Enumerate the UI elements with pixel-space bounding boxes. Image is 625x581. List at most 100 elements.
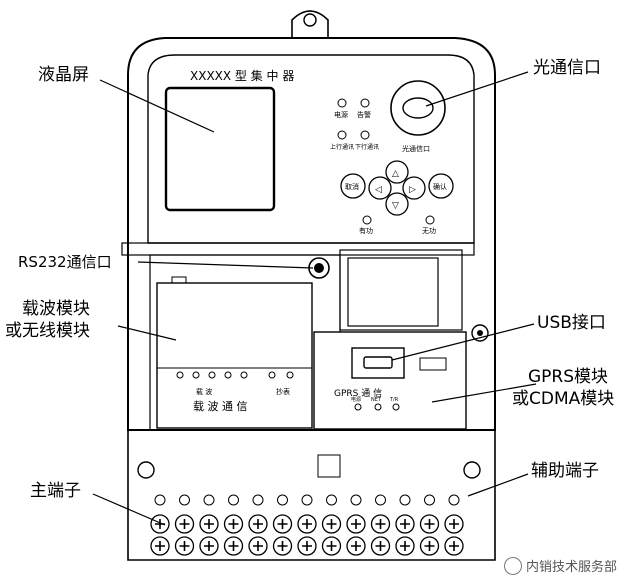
terminal-screw [272, 536, 293, 556]
terminal-screw [150, 514, 170, 534]
terminal-screw [370, 536, 391, 556]
screw-slot [253, 541, 263, 551]
device-model-label: XXXXX 型 集 中 器 [190, 68, 294, 83]
screw-slot [302, 541, 312, 551]
watermark: 内销技术服务部 [503, 556, 617, 575]
screw-slot [228, 519, 239, 529]
aux-screw [399, 494, 411, 506]
aux-screw [277, 494, 288, 506]
screw-slot [375, 519, 386, 529]
label-gprs-2: 或CDMA模块 [512, 389, 615, 409]
label-carrier-1: 载波模块 [22, 299, 90, 319]
terminal-screw [419, 536, 440, 556]
screw-slot [204, 541, 214, 551]
label-aux-terminal: 辅助端子 [531, 461, 599, 481]
label-optical-port: 光通信口 [533, 58, 601, 78]
watermark-text: 内销技术服务部 [525, 560, 617, 575]
screw-slot [375, 541, 386, 551]
terminal-screw [199, 536, 219, 556]
aux-screw [326, 494, 337, 506]
label-usb: USB接口 [537, 313, 606, 333]
usb-port [351, 347, 405, 379]
terminal-screw [370, 514, 391, 534]
reactive-power-label: 无功 [422, 226, 436, 235]
carrier-sub-left: 载 波 [196, 387, 212, 396]
terminal-screw [395, 514, 415, 534]
carrier-leds [176, 371, 294, 379]
screw-slot [351, 541, 361, 551]
led-label-downlink: 下行通讯 [355, 143, 379, 151]
svg-text:▷: ▷ [409, 185, 416, 195]
aux-screw [301, 494, 313, 506]
gprs-led-tr: T/R [389, 397, 399, 403]
led-label-power: 电源 [334, 110, 348, 119]
gprs-led-net: NET [371, 397, 382, 403]
screw-slot [326, 541, 337, 551]
label-gprs-1: GPRS模块 [528, 367, 609, 387]
aux-screw [350, 494, 362, 506]
terminal-screw [223, 536, 244, 556]
screw-slot [326, 519, 337, 529]
label-main-terminal: 主端子 [30, 481, 81, 501]
rs232-port [308, 257, 330, 279]
screw-slot [277, 519, 288, 529]
screw-slot [424, 541, 435, 551]
meter-housing [127, 37, 496, 431]
optical-port-caption: 光通信口 [402, 144, 430, 153]
terminal-screw [174, 536, 195, 556]
svg-text:◁: ◁ [375, 185, 382, 195]
nav-cancel-label: 取消 [345, 182, 359, 191]
terminal-screw [444, 536, 464, 556]
aux-screw [252, 494, 264, 506]
terminal-screw [248, 536, 268, 556]
label-carrier-2: 或无线模块 [5, 321, 90, 341]
terminal-screw [395, 536, 415, 556]
active-power-label: 有功 [359, 226, 373, 235]
svg-text:△: △ [392, 169, 399, 179]
carrier-module [156, 282, 313, 429]
hanging-hook [291, 10, 329, 38]
led-label-alarm: 告警 [357, 110, 371, 119]
wechat-icon [503, 556, 522, 575]
terminal-screw [248, 514, 268, 534]
carrier-panel-label: 载 波 通 信 [193, 400, 248, 413]
led-label-uplink: 上行通讯 [330, 143, 354, 151]
carrier-sub-right: 抄表 [276, 387, 290, 396]
leader-lines [92, 71, 537, 526]
aux-screw [154, 494, 166, 506]
screw-slot [228, 541, 239, 551]
terminal-screw [346, 514, 366, 534]
aux-screw [179, 494, 190, 506]
screw-slot [351, 519, 361, 529]
terminal-screw [321, 514, 342, 534]
label-rs232: RS232通信口 [18, 253, 112, 271]
screw-slot [179, 541, 190, 551]
aux-screw [448, 494, 460, 506]
screw-slot [302, 519, 312, 529]
nav-confirm-label: 确认 [433, 182, 447, 191]
screw-slot [424, 519, 435, 529]
nav-keypad: 取消 确认 △ ▽ ◁ ▷ 有功 无功 [340, 160, 454, 235]
aux-terminal [463, 461, 481, 479]
aux-screw [424, 494, 435, 506]
terminal-screw [223, 514, 244, 534]
screw-slot [253, 519, 263, 529]
screw-slot [400, 519, 410, 529]
terminal-screw [150, 536, 170, 556]
terminal-screw [321, 536, 342, 556]
screw-slot [204, 519, 214, 529]
terminal-screw [444, 514, 464, 534]
terminal-screw [297, 536, 317, 556]
screw-slot [277, 541, 288, 551]
screw-slot [400, 541, 410, 551]
lcd-screen [164, 86, 276, 212]
terminal-screw [199, 514, 219, 534]
svg-text:▽: ▽ [392, 201, 399, 211]
aux-screw [228, 494, 239, 506]
aux-screw [375, 494, 386, 506]
terminal-screw [297, 514, 317, 534]
screw-slot [449, 541, 459, 551]
terminal-screw [419, 514, 440, 534]
terminal-screw [174, 514, 195, 534]
